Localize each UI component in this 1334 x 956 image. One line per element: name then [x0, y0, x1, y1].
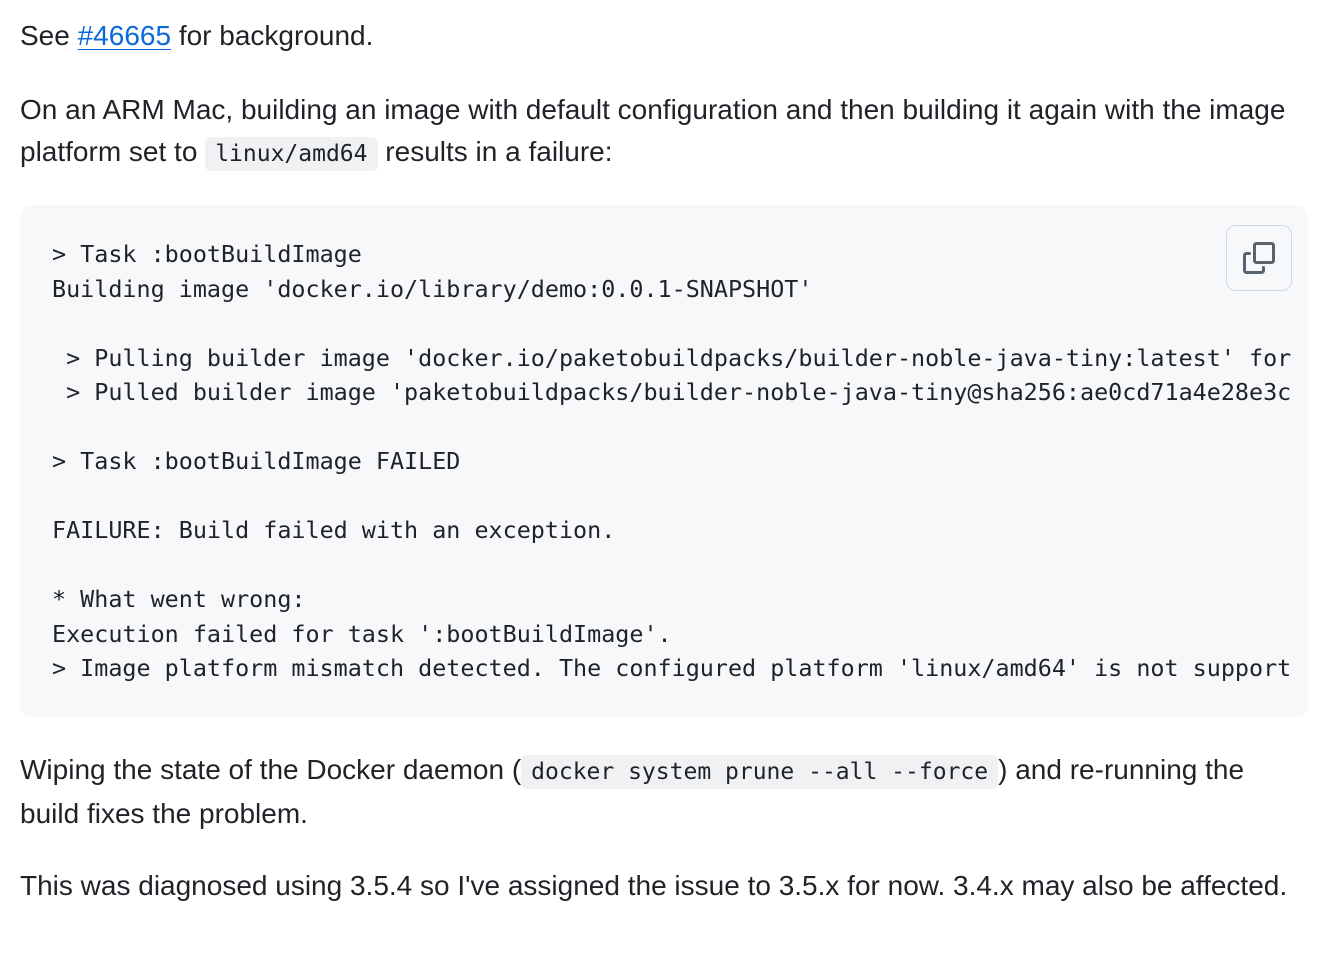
description-text-before: On an ARM Mac, building an image with de…: [20, 94, 1286, 167]
workaround-paragraph: Wiping the state of the Docker daemon (d…: [20, 749, 1308, 835]
intro-suffix: for background.: [171, 20, 374, 51]
code-line: > Pulled builder image 'paketobuildpacks…: [52, 378, 1292, 406]
code-line: * What went wrong:: [52, 585, 306, 613]
note-paragraph: This was diagnosed using 3.5.4 so I've a…: [20, 870, 1288, 901]
issue-link[interactable]: #46665: [77, 20, 172, 51]
code-line: > Pulling builder image 'docker.io/paket…: [52, 343, 1292, 372]
code-line: > Image platform mismatch detected. The …: [52, 654, 1292, 682]
platform-inline-code: linux/amd64: [205, 137, 378, 171]
code-line: > Task :bootBuildImage FAILED: [52, 447, 461, 475]
intro-paragraph: See #46665 for background.: [20, 15, 373, 57]
copy-icon: [1243, 242, 1275, 274]
copy-button[interactable]: [1226, 225, 1292, 291]
description-paragraph: On an ARM Mac, building an image with de…: [20, 89, 1308, 175]
intro-prefix: See: [20, 20, 78, 51]
code-line: [52, 410, 1308, 445]
code-line: FAILURE: Build failed with an exception.: [52, 516, 616, 544]
code-line: [52, 479, 1308, 514]
code-line: Building image 'docker.io/library/demo:0…: [52, 274, 813, 303]
code-line: Execution failed for task ':bootBuildIma…: [52, 619, 672, 648]
description-text-after: results in a failure:: [377, 136, 613, 167]
prune-command-inline-code: docker system prune --all --force: [521, 755, 999, 789]
workaround-text-after: ) and re-running the build fixes the pro…: [20, 754, 1245, 829]
workaround-text-before: Wiping the state of the Docker daemon (: [20, 754, 522, 785]
code-line: [52, 548, 1308, 583]
code-line: [52, 306, 1308, 341]
code-line: > Task :bootBuildImage: [52, 240, 362, 268]
